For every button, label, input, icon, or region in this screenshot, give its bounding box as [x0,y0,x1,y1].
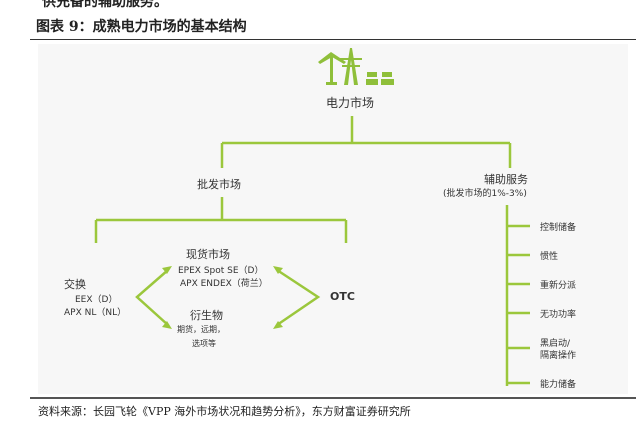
top-divider [30,39,636,40]
spot-market-line: APX ENDEX（荷兰） [180,279,268,289]
figure-title: 图表 9：成熟电力市场的基本结构 [36,19,247,35]
spot-market-line: EPEX Spot SE（D） [178,266,264,276]
exchange-title: 交换 [64,278,86,291]
derivatives-line: 选项等 [192,339,216,348]
ancillary-share-label: (批发市场的1%-3%) [443,189,527,199]
bottom-divider [30,397,636,399]
exchange-line: APX NL（NL） [64,308,127,318]
wholesale-market-label: 批发市场 [197,178,241,191]
ancillary-services-label: 辅助服务 [484,173,528,186]
spot-market-title: 现货市场 [186,248,230,261]
ancillary-item: 无功功率 [540,310,577,320]
ancillary-item: 隔离操作 [540,351,577,361]
derivatives-line: 期货，远期， [177,325,225,334]
power-icon [318,48,394,85]
ancillary-item: 控制储备 [540,223,577,233]
source-note: 资料来源：长园飞轮《VPP 海外市场状况和趋势分析》，东方财富证券研究所 [38,405,411,418]
ancillary-item: 黑启动/ [540,339,571,349]
ancillary-item: 惯性 [540,252,559,262]
ancillary-item: 能力储备 [540,380,577,390]
ancillary-item: 重新分派 [540,281,577,291]
derivatives-title: 衍生物 [190,309,223,322]
otc-label: OTC [330,290,355,303]
root-node-label: 电力市场 [326,96,375,110]
exchange-line: EEX（D） [75,295,118,305]
previous-paragraph-text: 供充备的辅助服务。 [42,0,168,10]
